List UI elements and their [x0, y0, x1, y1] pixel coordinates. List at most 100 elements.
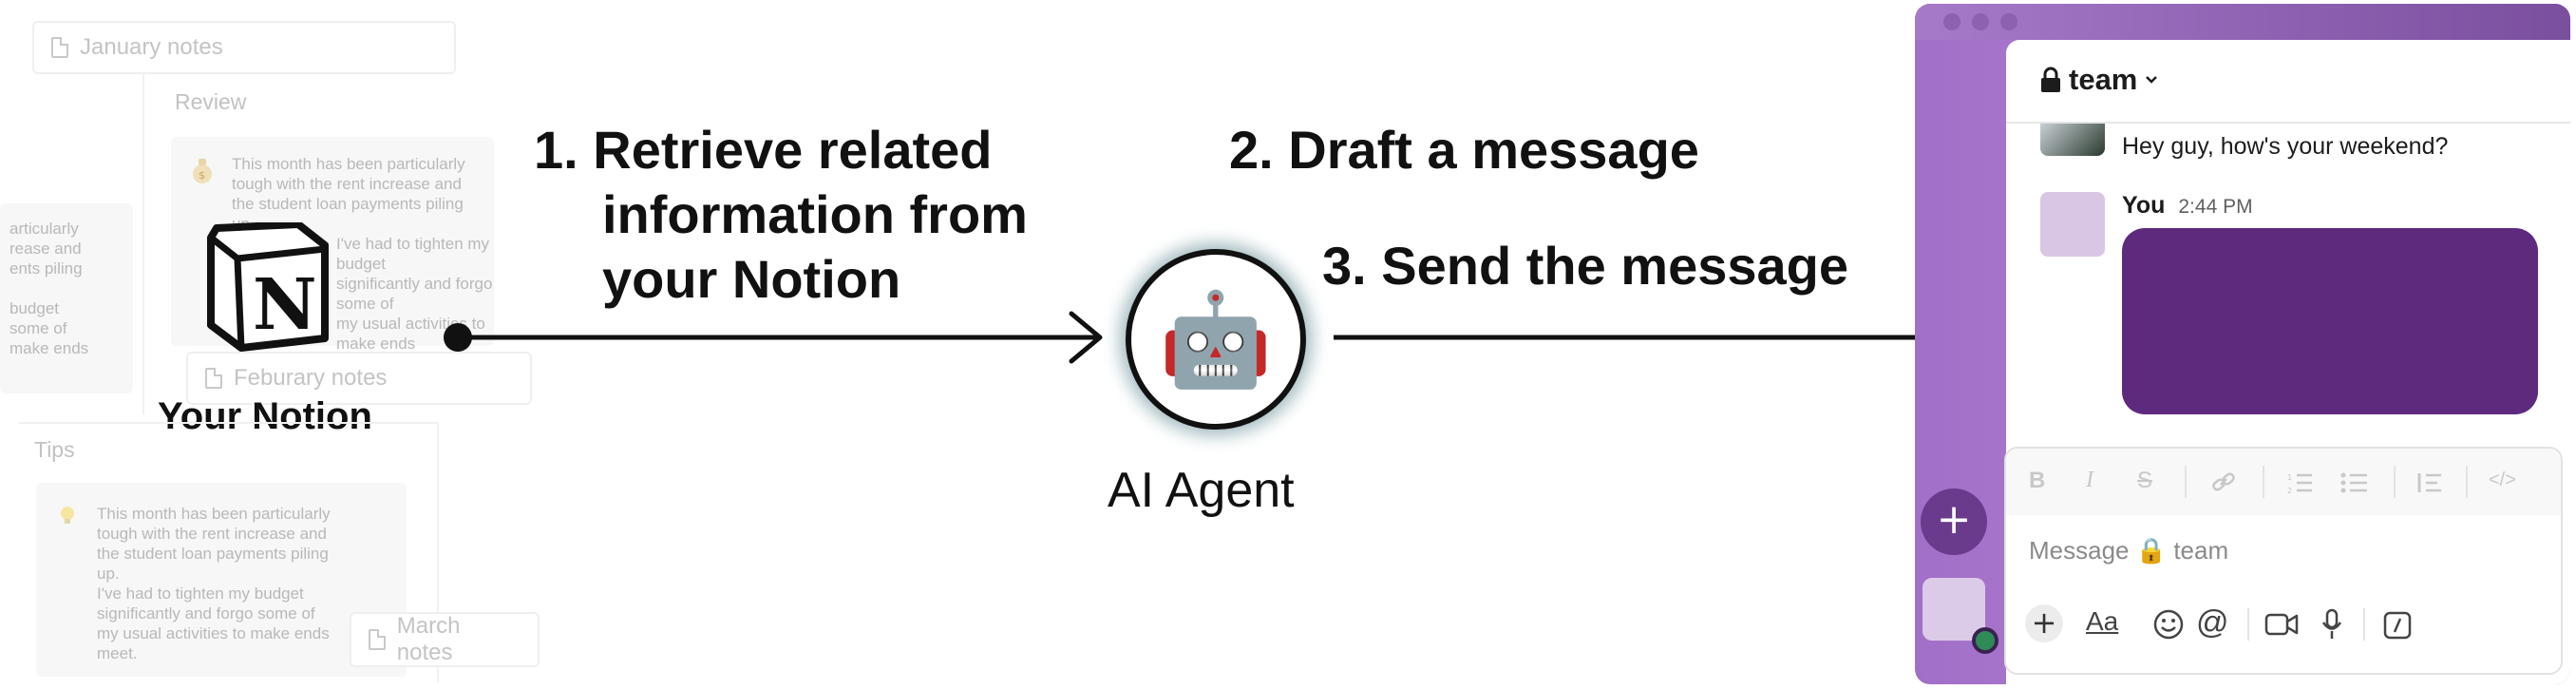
sender-avatar: [2040, 192, 2105, 257]
review-snippet: This month has been particularly tough w…: [232, 154, 507, 354]
video-icon[interactable]: [2264, 612, 2299, 637]
window-minimize-dot[interactable]: [1972, 13, 1989, 30]
code-button[interactable]: </>: [2489, 470, 2516, 490]
note-tab-january[interactable]: January notes: [32, 21, 456, 74]
italic-button[interactable]: I: [2086, 468, 2093, 492]
user-avatar[interactable]: [1923, 578, 1985, 641]
chevron-down-icon: [2146, 76, 2158, 84]
snippet-line: the student loan payments piling: [97, 545, 329, 563]
emoji-icon[interactable]: [2152, 608, 2185, 641]
step-1-line: 1. Retrieve related: [534, 120, 993, 180]
snippet-line: the student loan payments piling: [232, 195, 464, 213]
snippet-line: up.: [97, 565, 120, 583]
bold-button[interactable]: B: [2029, 468, 2046, 493]
step-3-text: 3. Send the message: [1322, 236, 1849, 296]
snippet-line: This month has been particularly: [97, 505, 331, 523]
toolbar-separator: [2466, 466, 2468, 498]
review-section: Review: [142, 72, 534, 414]
arrowhead-agent: [1069, 311, 1103, 364]
slack-window: + team Hey guy, how's your weekend? You …: [1915, 4, 2570, 684]
note-tab-march[interactable]: March notes: [350, 612, 540, 667]
draft-message-bubble: [2122, 228, 2538, 414]
svg-text:1: 1: [2287, 473, 2292, 482]
snippet-line: articularly: [9, 220, 79, 238]
toolbar-separator: [2185, 466, 2187, 498]
mention-button[interactable]: @: [2196, 604, 2229, 641]
snippet-line: my usual activities to make ends: [97, 624, 330, 642]
header-divider: [2006, 122, 2570, 124]
strikethrough-button[interactable]: S: [2137, 468, 2153, 493]
agent-caption: AI Agent: [1108, 463, 1295, 518]
toolbar-separator: [2394, 466, 2396, 498]
channel-name: team: [2069, 63, 2138, 96]
snippet-line: significantly and forgo some of: [336, 275, 493, 313]
window-maximize-dot[interactable]: [2000, 13, 2017, 30]
snippet-line: I've had to tighten my budget: [336, 235, 490, 273]
step-2-text: 2. Draft a message: [1229, 120, 1699, 180]
section-label-tips: Tips: [34, 437, 75, 462]
step-1-line: your Notion: [602, 249, 901, 309]
toolbar-separator: [2363, 608, 2365, 641]
tips-section: [19, 422, 439, 682]
document-icon: [51, 37, 68, 58]
attach-button[interactable]: +: [2025, 604, 2063, 642]
message-composer: B I S 1 2 </> Messag: [2004, 447, 2563, 675]
message-meta: You 2:44 PM: [2122, 192, 2253, 220]
plus-icon: +: [1936, 495, 1972, 544]
previous-message-text: Hey guy, how's your weekend?: [2122, 133, 2449, 160]
snippet-line: I've had to tighten my budget: [97, 585, 304, 603]
ai-agent-node: 🤖: [1126, 249, 1306, 430]
snippet-line: significantly and forgo some of: [97, 604, 315, 623]
lock-icon: [2041, 67, 2060, 92]
toolbar-separator: [2247, 608, 2249, 641]
left-card: [0, 203, 133, 393]
note-tab-february[interactable]: Feburary notes: [186, 352, 532, 405]
snippet-line: budget: [9, 299, 59, 317]
lightbulb-icon: [61, 507, 74, 524]
snippet-line: tough with the rent increase and: [97, 525, 327, 543]
message-input[interactable]: Message 🔒 team: [2029, 536, 2229, 565]
left-snippet: articularly rease and ents piling budget…: [9, 219, 123, 358]
notion-caption: Your Notion: [158, 395, 372, 437]
document-icon: [205, 368, 222, 389]
ordered-list-icon[interactable]: 1 2: [2287, 471, 2314, 494]
step-1-text: 1. Retrieve related information from you…: [534, 118, 1028, 312]
svg-text:2: 2: [2287, 487, 2292, 494]
online-status-icon: [1972, 627, 1998, 654]
message-timestamp: 2:44 PM: [2178, 196, 2253, 218]
shortcuts-icon[interactable]: [2382, 610, 2413, 641]
notion-panel: January notes Review $ This month has be…: [0, 4, 540, 682]
snippet-line: make ends: [9, 339, 89, 357]
toolbar-separator: [2263, 466, 2264, 498]
step-1-line: information from: [602, 184, 1028, 244]
microphone-icon[interactable]: [2320, 608, 2344, 641]
snippet-line: rease and: [9, 240, 82, 258]
snippet-line: some of: [9, 319, 67, 337]
bullet-list-icon[interactable]: [2340, 471, 2369, 494]
link-icon[interactable]: [2211, 471, 2236, 492]
notion-logo-icon: N: [207, 222, 329, 352]
snippet-line: meet.: [97, 644, 138, 662]
tips-snippet: This month has been particularly tough w…: [97, 504, 410, 663]
note-tab-label: March notes: [396, 613, 461, 665]
text-format-button[interactable]: Aa: [2086, 606, 2119, 636]
snippet-line: ents piling: [9, 259, 83, 278]
svg-text:N: N: [253, 264, 317, 346]
note-tab-label: January notes: [80, 34, 223, 60]
tips-card: [36, 483, 407, 677]
sender-name: You: [2122, 192, 2166, 219]
note-tab-label: Feburary notes: [234, 365, 388, 391]
snippet-line: tough with the rent increase and: [232, 175, 462, 193]
add-workspace-button[interactable]: +: [1921, 489, 1987, 555]
robot-icon: 🤖: [1159, 285, 1273, 393]
snippet-line: This month has been particularly: [232, 155, 465, 173]
section-label-review: Review: [175, 89, 247, 114]
window-close-dot[interactable]: [1943, 13, 1960, 30]
svg-text:$: $: [199, 169, 205, 182]
previous-message-avatar: [2040, 124, 2105, 156]
window-titlebar: [1915, 4, 2570, 40]
formatting-toolbar: [2006, 449, 2561, 515]
channel-header[interactable]: team: [2040, 63, 2158, 97]
blockquote-icon[interactable]: [2416, 471, 2443, 494]
money-bag-icon: $: [193, 159, 212, 183]
